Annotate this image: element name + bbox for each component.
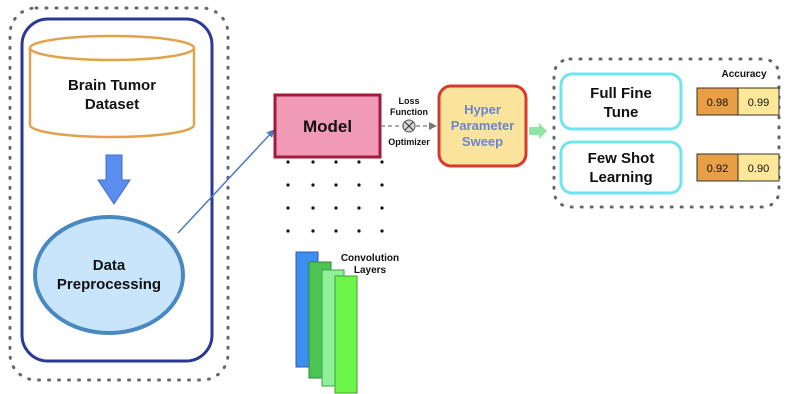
loss-optimizer-connector: Loss Function Optimizer	[381, 96, 437, 147]
dataset-label-line1: Brain Tumor	[68, 77, 156, 94]
sweep-node: Hyper Parameter Sweep	[437, 84, 528, 168]
conv-layer-4	[334, 275, 358, 394]
full-accuracy-cell-1	[696, 87, 739, 116]
sweep-label-line1: Hyper	[464, 102, 501, 117]
accuracy-header: Accuracy	[721, 69, 766, 80]
full-accuracy-value-2: 0.99	[748, 97, 769, 109]
loss-label-line2: Function	[390, 107, 428, 117]
few-shot-line2: Learning	[589, 169, 652, 186]
conv-label-line2: Layers	[354, 265, 387, 276]
few-shot-line1: Few Shot	[588, 150, 655, 167]
convolution-layers: Convolution Layers	[295, 251, 399, 394]
model-label: Model	[303, 117, 352, 136]
preprocessing-label-line1: Data	[93, 257, 126, 274]
preprocessing-label-line2: Preprocessing	[57, 276, 161, 293]
few-accuracy-value-2: 0.90	[748, 163, 769, 175]
down-arrow	[97, 154, 131, 205]
few-accuracy-value-1: 0.92	[707, 163, 728, 175]
dataset-cylinder: Brain Tumor Dataset	[28, 34, 196, 139]
layer-dots	[286, 160, 384, 233]
preprocess-to-model-arrow	[177, 129, 275, 234]
model-node: Model	[273, 93, 382, 159]
full-fine-tune-row: Full Fine Tune 0.98 0.99	[559, 72, 780, 131]
few-accuracy-cell-2	[737, 153, 780, 182]
few-shot-row: Few Shot Learning 0.92 0.90	[559, 140, 780, 195]
full-accuracy-value-1: 0.98	[707, 97, 728, 109]
results-arrow	[529, 123, 547, 139]
dataset-label-line2: Dataset	[85, 96, 139, 113]
sweep-label-line3: Sweep	[462, 134, 503, 149]
full-fine-tune-line1: Full Fine	[590, 85, 652, 102]
few-accuracy-cell-1	[696, 153, 739, 182]
optimizer-label: Optimizer	[388, 137, 430, 147]
conv-label-line1: Convolution	[341, 253, 399, 264]
loss-label-line1: Loss	[398, 96, 419, 106]
sweep-label-line2: Parameter	[451, 118, 515, 133]
left-dotted-container	[8, 6, 230, 382]
full-fine-tune-line2: Tune	[604, 104, 639, 121]
full-accuracy-cell-2	[737, 87, 780, 116]
preprocessing-node: Data Preprocessing	[33, 215, 185, 335]
